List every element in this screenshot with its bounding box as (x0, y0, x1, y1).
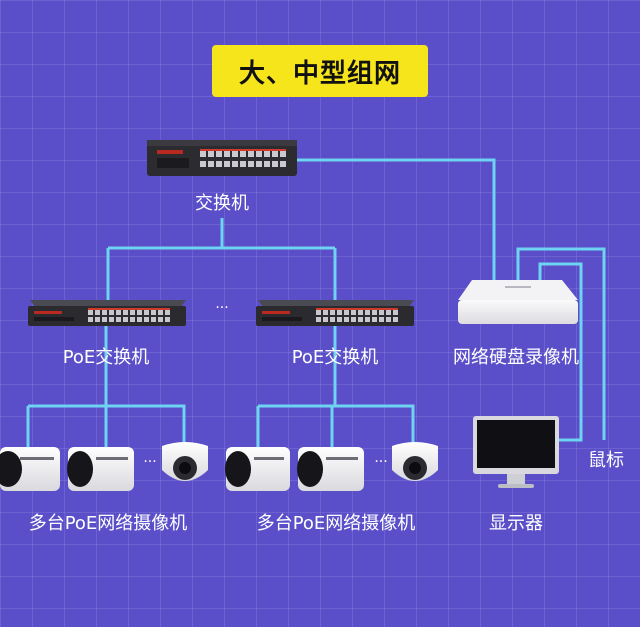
camera-icon (225, 447, 290, 491)
monitor-label: 显示器 (489, 513, 543, 534)
core-branch-line (106, 246, 337, 300)
camera-icon (0, 447, 60, 491)
nvr-icon (458, 280, 578, 324)
dome-camera-icon (162, 442, 208, 481)
cameras-ellipsis: ··· (143, 454, 157, 470)
nvr-label: 网络硬盘录像机 (453, 347, 579, 368)
cameras-label: 多台PoE网络摄像机 (28, 513, 188, 534)
core-switch-icon (147, 140, 297, 176)
nvr-to-mouse-line (516, 247, 606, 440)
core-switch-label: 交换机 (195, 193, 249, 214)
connection-lines (26, 158, 606, 460)
nvr-to-monitor-line (538, 262, 583, 442)
poe-switch-icon (256, 300, 414, 326)
poe-switch-icon (28, 300, 186, 326)
diagram-title: 大、中型组网 (212, 45, 428, 97)
monitor-icon (473, 416, 559, 488)
poe-switch-label: PoE交换机 (291, 347, 379, 368)
poe1-cam-branch (26, 404, 186, 450)
camera-icon (297, 447, 364, 491)
poe-switch-label: PoE交换机 (62, 347, 150, 368)
switches-ellipsis: ··· (215, 300, 229, 316)
cameras-ellipsis: ··· (374, 454, 388, 470)
cameras-label: 多台PoE网络摄像机 (256, 513, 416, 534)
mouse-label: 鼠标 (588, 450, 624, 471)
dome-camera-icon (392, 442, 438, 481)
camera-icon (67, 447, 134, 491)
poe2-cam-branch (256, 404, 415, 455)
core-to-nvr-line (296, 158, 496, 285)
